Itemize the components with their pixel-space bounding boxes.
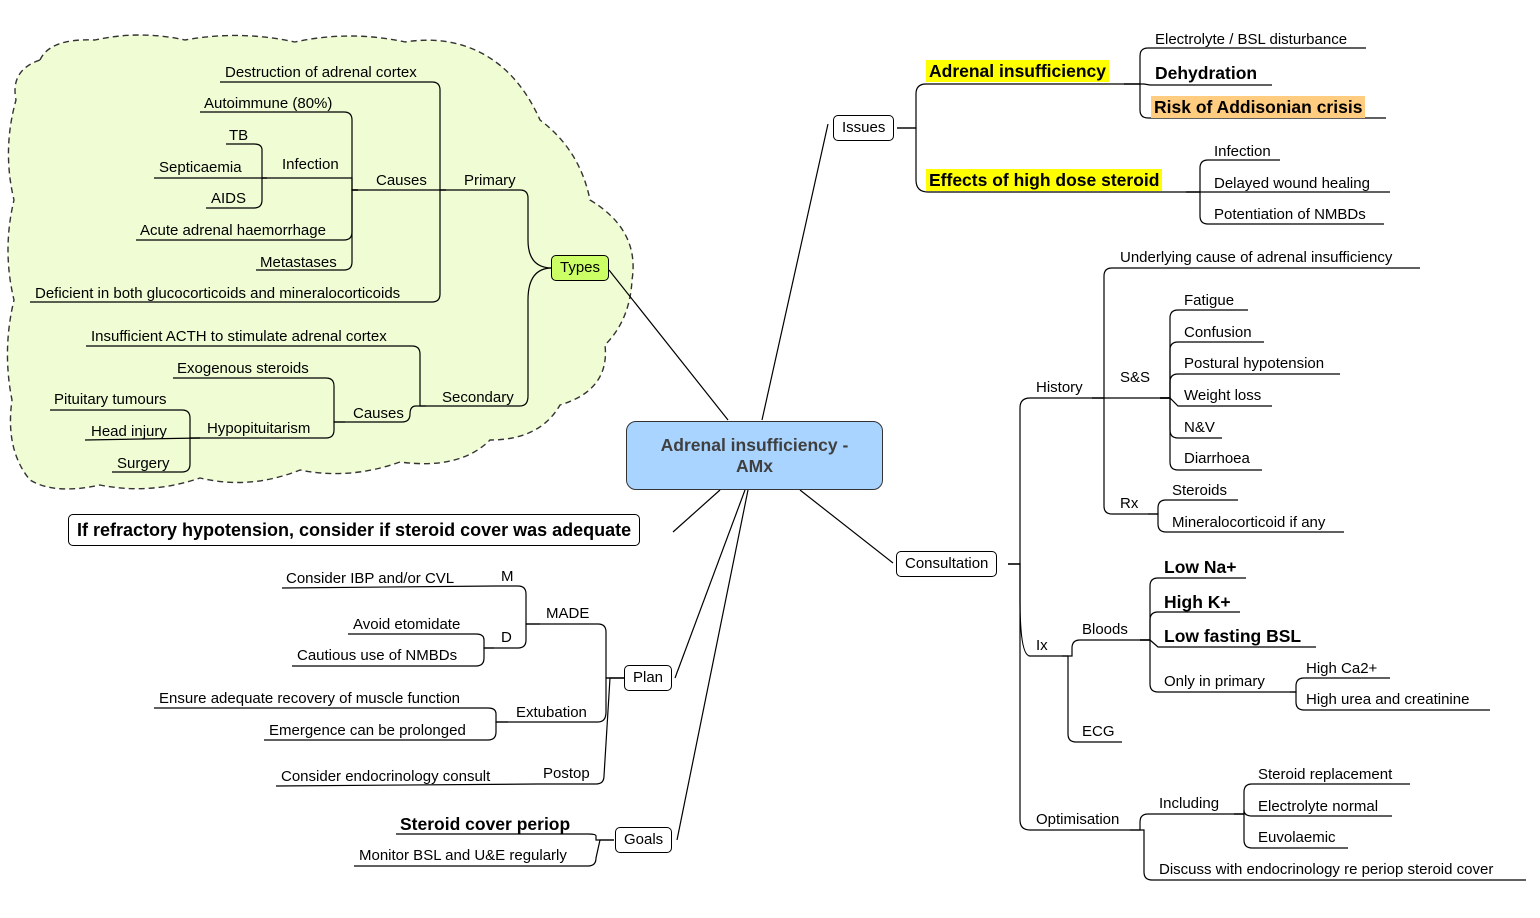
electrolyte-normal-node[interactable]: Electrolyte normal — [1258, 798, 1379, 815]
wound-healing-node[interactable]: Delayed wound healing — [1214, 175, 1370, 192]
tb-node[interactable]: TB — [229, 127, 249, 144]
rx-node[interactable]: Rx — [1120, 495, 1139, 512]
metastases-node[interactable]: Metastases — [260, 254, 337, 271]
haemorrhage-node[interactable]: Acute adrenal haemorrhage — [140, 222, 326, 239]
discuss-endocrinology-node[interactable]: Discuss with endocrinology re periop ste… — [1159, 861, 1494, 878]
only-primary-node[interactable]: Only in primary — [1164, 673, 1265, 690]
aids-node[interactable]: AIDS — [211, 190, 247, 207]
issue-adrenal-insufficiency[interactable]: Adrenal insufficiency — [926, 60, 1109, 82]
ibp-cvl-node[interactable]: Consider IBP and/or CVL — [286, 570, 455, 587]
bloods-node[interactable]: Bloods — [1082, 621, 1128, 638]
made-node[interactable]: MADE — [546, 605, 590, 622]
primary-causes-node[interactable]: Causes — [376, 172, 427, 189]
plan-node[interactable]: Plan — [624, 665, 673, 691]
low-na-node[interactable]: Low Na+ — [1164, 557, 1237, 577]
underlying-cause-node[interactable]: Underlying cause of adrenal insufficienc… — [1120, 249, 1393, 266]
dehydration-node[interactable]: Dehydration — [1155, 63, 1258, 83]
emergence-prolonged-node[interactable]: Emergence can be prolonged — [269, 722, 466, 739]
high-ca-node[interactable]: High Ca2+ — [1306, 660, 1378, 677]
ecg-node[interactable]: ECG — [1082, 723, 1115, 740]
weight-loss-node[interactable]: Weight loss — [1184, 387, 1262, 404]
issues-node[interactable]: Issues — [833, 115, 895, 141]
cautious-nmbd-node[interactable]: Cautious use of NMBDs — [297, 647, 458, 664]
high-urea-node[interactable]: High urea and creatinine — [1306, 691, 1470, 708]
endocrinology-consult-node[interactable]: Consider endocrinology consult — [281, 768, 491, 785]
nv-node[interactable]: N&V — [1184, 419, 1215, 436]
exogenous-node[interactable]: Exogenous steroids — [177, 360, 309, 377]
diarrhoea-node[interactable]: Diarrhoea — [1184, 450, 1250, 467]
types-node[interactable]: Types — [551, 255, 610, 281]
steroid-replacement-node[interactable]: Steroid replacement — [1258, 766, 1393, 783]
consultation-node[interactable]: Consultation — [896, 551, 998, 577]
steroid-infection-node[interactable]: Infection — [1214, 143, 1271, 160]
fatigue-node[interactable]: Fatigue — [1184, 292, 1235, 309]
ss-node[interactable]: S&S — [1120, 369, 1151, 386]
electrolyte-disturbance-node[interactable]: Electrolyte / BSL disturbance — [1155, 31, 1348, 48]
monitor-bsl-node[interactable]: Monitor BSL and U&E regularly — [359, 847, 567, 864]
mineralocorticoid-node[interactable]: Mineralocorticoid if any — [1172, 514, 1326, 531]
muscle-recovery-node[interactable]: Ensure adequate recovery of muscle funct… — [159, 690, 461, 707]
confusion-node[interactable]: Confusion — [1184, 324, 1252, 341]
insufficient-acth-node[interactable]: Insufficient ACTH to stimulate adrenal c… — [91, 328, 387, 345]
destruction-node[interactable]: Destruction of adrenal cortex — [225, 64, 417, 81]
autoimmune-node[interactable]: Autoimmune (80%) — [204, 95, 333, 112]
addisonian-crisis-node[interactable]: Risk of Addisonian crisis — [1151, 96, 1366, 118]
including-node[interactable]: Including — [1159, 795, 1220, 812]
issue-high-dose-steroid[interactable]: Effects of high dose steroid — [926, 169, 1163, 191]
primary-node[interactable]: Primary — [464, 172, 516, 189]
secondary-causes-node[interactable]: Causes — [353, 405, 404, 422]
high-k-node[interactable]: High K+ — [1164, 592, 1231, 612]
steroids-node[interactable]: Steroids — [1172, 482, 1228, 499]
head-injury-node[interactable]: Head injury — [91, 423, 167, 440]
optimisation-node[interactable]: Optimisation — [1036, 811, 1120, 828]
low-bsl-node[interactable]: Low fasting BSL — [1164, 626, 1302, 646]
made-d-node[interactable]: D — [501, 629, 512, 646]
extubation-node[interactable]: Extubation — [516, 704, 587, 721]
septicaemia-node[interactable]: Septicaemia — [159, 159, 242, 176]
infection-node[interactable]: Infection — [282, 156, 339, 173]
avoid-etomidate-node[interactable]: Avoid etomidate — [353, 616, 461, 633]
hypopituitarism-node[interactable]: Hypopituitarism — [207, 420, 311, 437]
made-m-node[interactable]: M — [501, 568, 514, 585]
deficient-node[interactable]: Deficient in both glucocorticoids and mi… — [35, 285, 401, 302]
postural-hypotension-node[interactable]: Postural hypotension — [1184, 355, 1325, 372]
central-topic[interactable]: Adrenal insufficiency - AMx — [626, 421, 883, 490]
nmbd-potentiation-node[interactable]: Potentiation of NMBDs — [1214, 206, 1366, 223]
ix-node[interactable]: Ix — [1036, 637, 1048, 654]
pituitary-node[interactable]: Pituitary tumours — [54, 391, 167, 408]
goals-node[interactable]: Goals — [615, 827, 673, 853]
history-node[interactable]: History — [1036, 379, 1083, 396]
secondary-node[interactable]: Secondary — [442, 389, 514, 406]
steroid-cover-node[interactable]: Steroid cover periop — [400, 814, 571, 834]
refractory-note[interactable]: If refractory hypotension, consider if s… — [68, 514, 641, 546]
postop-node[interactable]: Postop — [543, 765, 590, 782]
surgery-node[interactable]: Surgery — [117, 455, 170, 472]
euvolaemic-node[interactable]: Euvolaemic — [1258, 829, 1336, 846]
types-cloud-boundary — [6, 34, 634, 490]
